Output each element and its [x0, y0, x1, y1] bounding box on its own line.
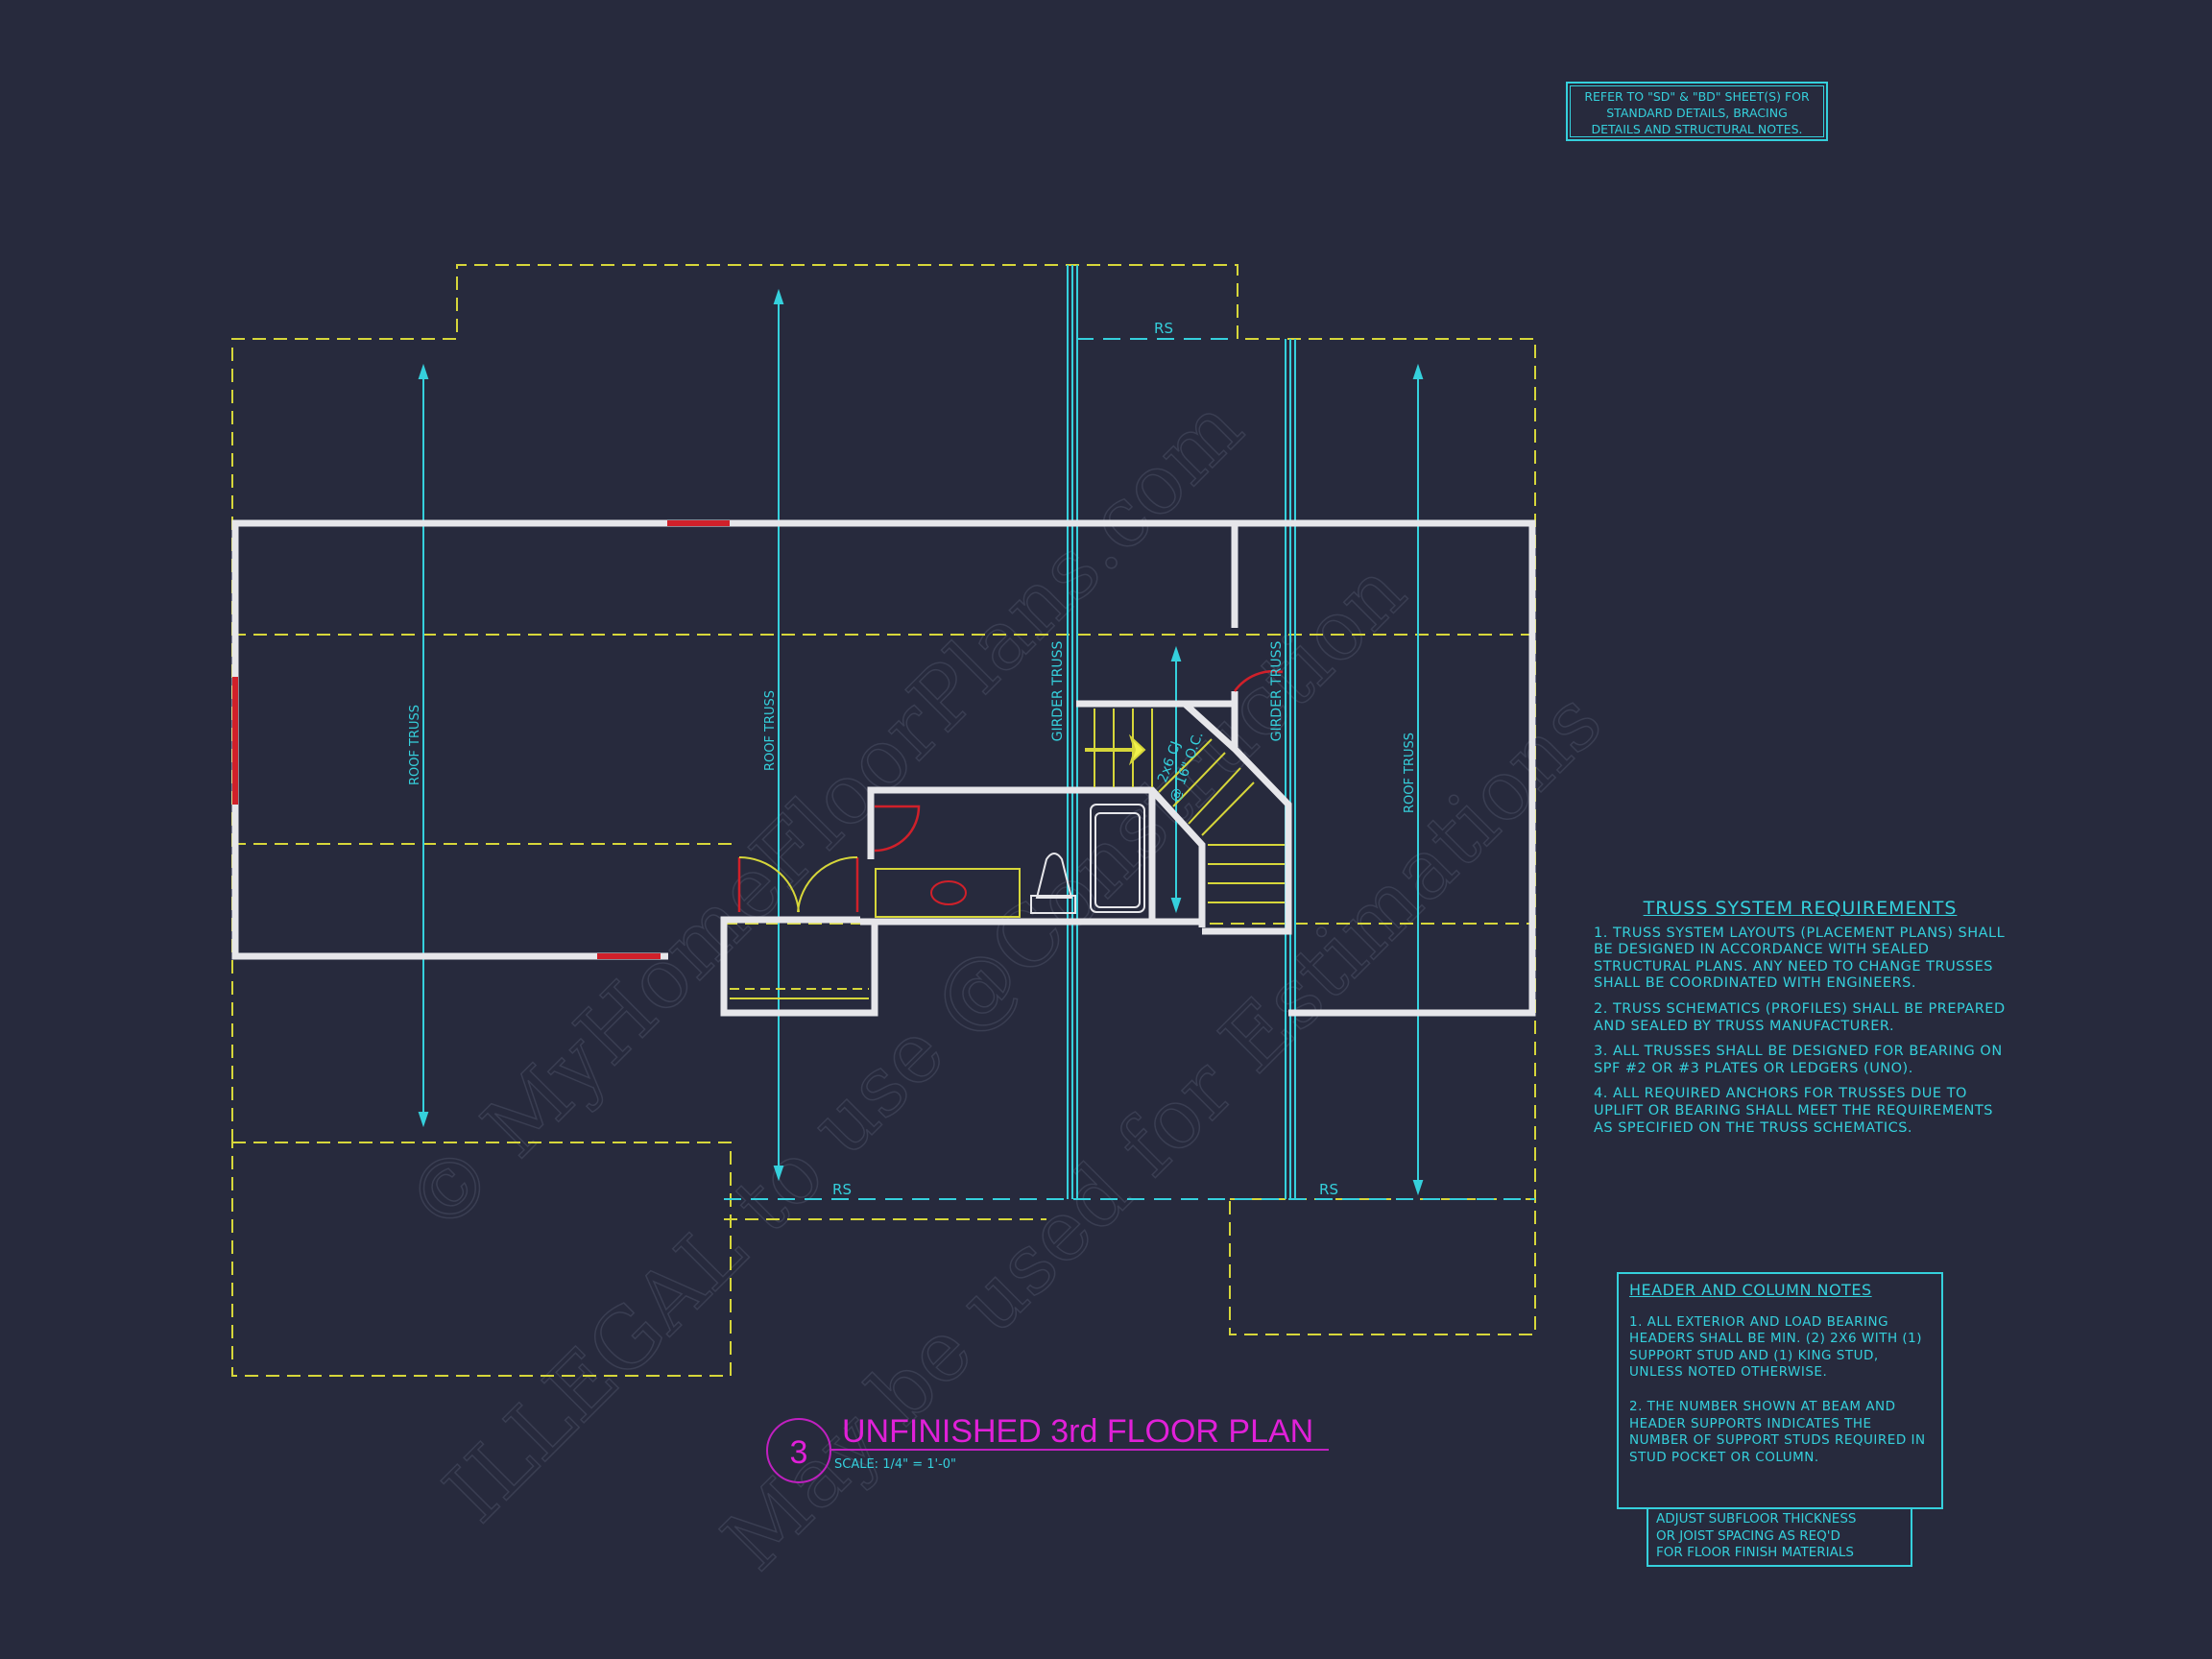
truss-note-item: 1. TRUSS SYSTEM LAYOUTS (PLACEMENT PLANS…	[1594, 925, 2006, 992]
truss-note-item: 4. ALL REQUIRED ANCHORS FOR TRUSSES DUE …	[1594, 1086, 1993, 1136]
plan-number-circle	[766, 1418, 831, 1483]
bathroom-fixtures	[930, 804, 1145, 914]
header-note-item: 1. ALL EXTERIOR AND LOAD BEARING HEADERS…	[1629, 1313, 1923, 1381]
rs-label-bottom-right: RS	[1319, 1181, 1338, 1198]
girder-truss-label-1: GIRDER TRUSS	[1050, 640, 1066, 741]
truss-notes: TRUSS SYSTEM REQUIREMENTS 1. TRUSS SYSTE…	[1594, 898, 2007, 1145]
roof-truss-label-3: ROOF TRUSS	[1403, 733, 1417, 813]
subfloor-note-line: ADJUST SUBFLOOR THICKNESS	[1656, 1511, 1857, 1527]
roof-truss-label-2: ROOF TRUSS	[763, 690, 778, 771]
header-note-item: 2. THE NUMBER SHOWN AT BEAM AND HEADER S…	[1629, 1398, 1926, 1465]
roof-outline	[231, 264, 1536, 1377]
rs-label-top: RS	[1154, 320, 1173, 337]
walls	[231, 519, 1536, 1017]
reference-note-line: DETAILS AND STRUCTURAL NOTES.	[1591, 122, 1803, 136]
plan-scale: SCALE: 1/4" = 1'-0"	[834, 1457, 956, 1472]
truss-notes-heading: TRUSS SYSTEM REQUIREMENTS	[1643, 898, 1958, 919]
stairs	[1085, 709, 1285, 903]
rs-lines	[724, 338, 1535, 1200]
reference-note-line: REFER TO "SD" & "BD" SHEET(S) FOR	[1584, 89, 1810, 104]
rs-label-bottom-left: RS	[832, 1181, 852, 1198]
watermark: © MyHomeFloorPlans.com ILLEGAL to use @C…	[387, 379, 1621, 1590]
truss-span-arrows	[418, 288, 1424, 1196]
header-notes-heading: HEADER AND COLUMN NOTES	[1629, 1281, 1872, 1299]
reference-note-box: REFER TO "SD" & "BD" SHEET(S) FOR STANDA…	[1566, 82, 1828, 141]
girder-truss-label-2: GIRDER TRUSS	[1269, 640, 1285, 741]
girder-truss-lines	[1067, 265, 1296, 1199]
truss-note-item: 2. TRUSS SCHEMATICS (PROFILES) SHALL BE …	[1594, 1000, 2006, 1034]
plan-title: UNFINISHED 3rd FLOOR PLAN	[842, 1413, 1313, 1450]
header-notes-box	[1617, 1272, 1943, 1509]
openings	[232, 520, 730, 959]
header-notes: HEADER AND COLUMN NOTES 1. ALL EXTERIOR …	[1629, 1282, 1935, 1475]
subfloor-note-line: FOR FLOOR FINISH MATERIALS	[1656, 1545, 1854, 1561]
roof-truss-label-1: ROOF TRUSS	[408, 705, 422, 785]
subfloor-note-line: OR JOIST SPACING AS REQ'D	[1656, 1527, 1840, 1544]
door-swings	[737, 669, 1284, 912]
plan-number: 3	[790, 1434, 808, 1471]
reference-note-line: STANDARD DETAILS, BRACING	[1606, 106, 1788, 120]
subfloor-note-box: ADJUST SUBFLOOR THICKNESS OR JOIST SPACI…	[1647, 1507, 1912, 1567]
truss-note-item: 3. ALL TRUSSES SHALL BE DESIGNED FOR BEA…	[1594, 1044, 2003, 1076]
closet-doors	[730, 855, 1021, 999]
